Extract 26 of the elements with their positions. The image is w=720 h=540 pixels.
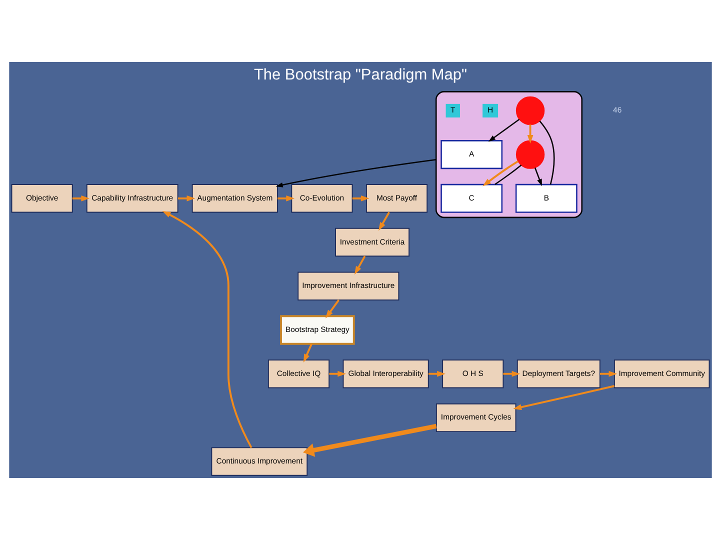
- node-circle: [515, 96, 544, 126]
- arrow: [599, 370, 617, 377]
- arrow: [526, 124, 533, 144]
- diagram-title: The Bootstrap "Paradigm Map": [253, 66, 467, 84]
- arrow: [512, 385, 614, 410]
- arrow: [277, 195, 294, 202]
- arrow: [162, 210, 252, 448]
- arrow: [324, 299, 340, 318]
- arrow: [178, 195, 195, 202]
- arrow: [302, 424, 436, 457]
- arrow: [354, 256, 366, 275]
- arrow: [482, 160, 518, 186]
- arrow: [428, 370, 445, 377]
- arrow: [302, 343, 312, 362]
- arrow: [488, 118, 520, 142]
- arrow: [275, 159, 436, 188]
- arrow: [534, 168, 542, 186]
- connector: [494, 164, 522, 185]
- node-circle: [515, 140, 544, 169]
- connector: [538, 120, 554, 185]
- arrow: [378, 212, 390, 231]
- arrow: [72, 195, 90, 202]
- arrow: [502, 370, 520, 377]
- arrow: [328, 370, 346, 377]
- arrow: [352, 195, 369, 202]
- cluster: [434, 91, 582, 218]
